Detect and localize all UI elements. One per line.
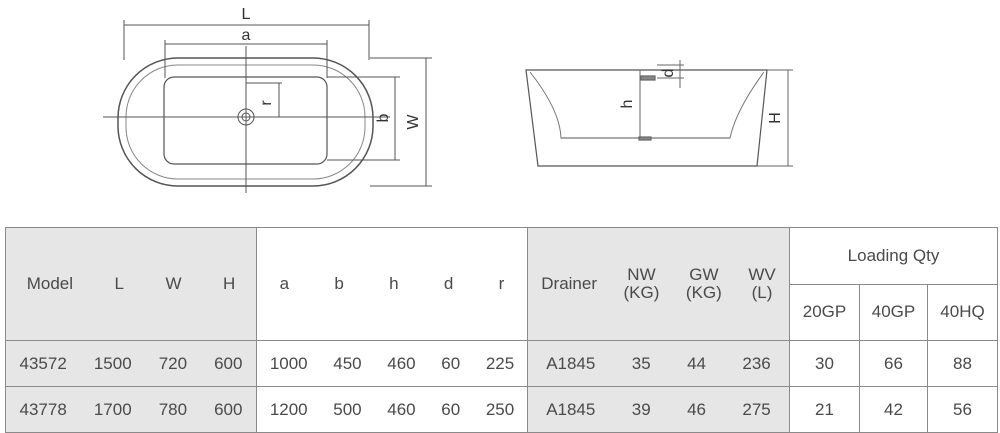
cell-L: 1500 (93, 353, 132, 373)
cell-drainer: A1845 (546, 399, 596, 419)
header-40hq: 40HQ (926, 283, 999, 341)
cell-drainer: A1845 (546, 353, 596, 373)
header-model: Model (26, 274, 74, 293)
header-h: h (389, 274, 399, 293)
cell-h: 460 (387, 399, 416, 419)
cell-40gp: 42 (859, 386, 928, 433)
header-20gp: 20GP (789, 283, 860, 341)
header-group-weights: Drainer NW (KG) GW (KG) WV (L) (527, 227, 790, 341)
cell-model: 43572 (19, 353, 67, 373)
spec-table: Model L W H a b h d r Drainer NW (KG) GW… (5, 227, 999, 433)
label-h: h (619, 100, 636, 109)
label-L: L (242, 6, 251, 23)
top-view-labels: L a r b W (242, 6, 422, 130)
label-H: H (767, 112, 784, 124)
header-40gp: 40GP (859, 283, 928, 341)
header-wv: WV (L) (748, 265, 776, 302)
top-view (103, 20, 432, 193)
header-r: r (498, 274, 505, 293)
header-drainer: Drainer (541, 274, 597, 293)
cell-wv: 275 (742, 399, 771, 419)
header-d: d (443, 274, 454, 293)
label-d: d (660, 69, 677, 78)
header-nw: NW (KG) (623, 265, 660, 302)
cell-r: 250 (485, 399, 515, 419)
table-row: 43572 1500 720 600 1000 450 460 60 225 A… (5, 340, 999, 387)
cell-40hq: 56 (926, 386, 999, 433)
label-a: a (242, 27, 251, 44)
cell-b: 450 (333, 353, 362, 373)
cell-W: 720 (158, 353, 188, 373)
cell-d: 60 (441, 399, 461, 419)
label-W: W (405, 114, 422, 130)
overflow-fitting (640, 75, 656, 81)
cell-nw: 35 (631, 353, 651, 373)
cell-wv: 236 (742, 353, 771, 373)
label-b: b (375, 113, 392, 122)
cell-b: 500 (333, 399, 362, 419)
cell-40gp: 66 (859, 340, 928, 387)
header-a: a (279, 274, 290, 293)
header-loading-qty: Loading Qty (788, 227, 999, 285)
cell-h: 460 (387, 353, 416, 373)
cell-r: 225 (485, 353, 515, 373)
side-view-labels: d h H (619, 69, 784, 124)
cell-H: 600 (214, 399, 243, 419)
label-r: r (258, 100, 275, 106)
cell-gw: 44 (687, 353, 706, 373)
cell-nw: 39 (631, 399, 651, 419)
tub-side-outline (525, 69, 768, 167)
header-L: L (114, 274, 124, 293)
cell-gw: 46 (687, 399, 706, 419)
cell-d: 60 (441, 353, 461, 373)
side-view (525, 60, 793, 167)
header-b: b (334, 274, 344, 293)
cell-40hq: 88 (926, 340, 999, 387)
cell-20gp: 21 (789, 386, 860, 433)
tub-side-inner (529, 71, 765, 139)
cell-W: 780 (158, 399, 188, 419)
header-group-inner: a b h d r (256, 227, 528, 341)
cell-a: 1000 (269, 353, 308, 373)
technical-drawing: L a r b W d h H (103, 6, 793, 193)
cell-20gp: 30 (789, 340, 860, 387)
cell-model: 43778 (19, 399, 67, 419)
header-W: W (165, 274, 182, 293)
cell-H: 600 (214, 353, 243, 373)
table-row: 43778 1700 780 600 1200 500 460 60 250 A… (5, 386, 999, 433)
header-H: H (222, 274, 236, 293)
cell-L: 1700 (93, 399, 132, 419)
drain-fitting (638, 136, 652, 141)
header-gw: GW (KG) (685, 265, 722, 302)
header-group-dimensions: Model L W H (5, 227, 257, 341)
cell-a: 1200 (269, 399, 308, 419)
